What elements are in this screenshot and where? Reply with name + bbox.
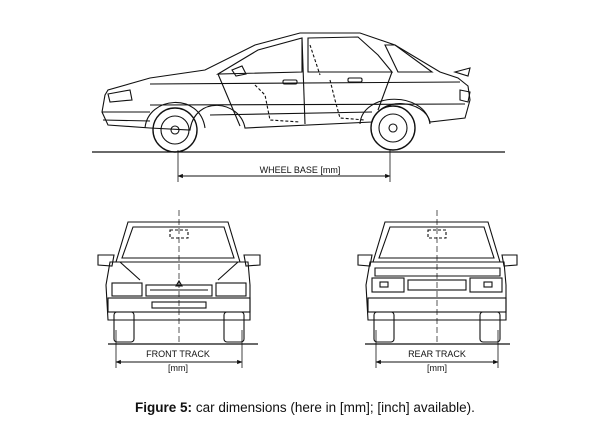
rear-track-label: REAR TRACK bbox=[408, 349, 466, 359]
rear-view bbox=[357, 210, 518, 368]
figure-caption: Figure 5: car dimensions (here in [mm]; … bbox=[0, 400, 610, 415]
rear-track-unit: [mm] bbox=[427, 363, 447, 373]
front-track-unit: [mm] bbox=[168, 363, 188, 373]
caption-text: car dimensions (here in [mm]; [inch] ava… bbox=[192, 400, 475, 415]
wheel-base-label: WHEEL BASE [mm] bbox=[260, 165, 341, 175]
front-track-label: FRONT TRACK bbox=[146, 349, 210, 359]
front-view bbox=[97, 210, 261, 368]
side-view bbox=[92, 32, 505, 182]
caption-prefix: Figure 5: bbox=[135, 400, 193, 415]
